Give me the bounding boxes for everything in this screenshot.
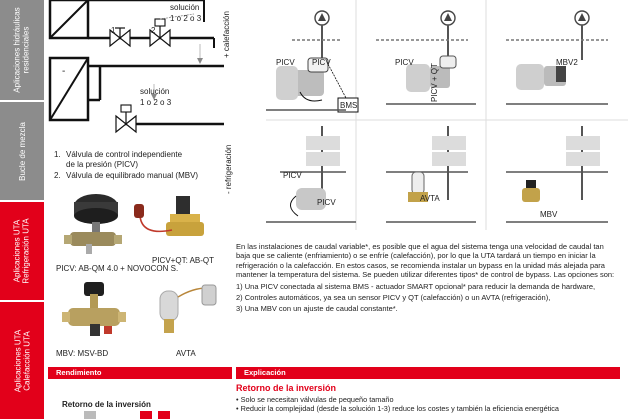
roi-bullet-list: Solo se necesitan válvulas de pequeño ta… [236,395,559,413]
picv-label: PICV [312,58,331,67]
roi-chart-title: Retorno de la inversión [62,400,151,409]
picv-label-cool: PICV [283,171,302,180]
picv-label-cool-valve: PICV [317,198,336,207]
legend-text-picv-2: de la presión (PICV) [66,160,139,169]
avta-label: AVTA [420,194,440,203]
legend-text-picv-1: Válvula de control independiente [66,150,183,159]
legend-number-1: 1. [54,150,61,159]
category-label-mixing-loop: Bucle de mezcla [17,121,27,181]
avta-image [159,284,217,333]
roi-chart-thumbnail [84,411,170,419]
minus-sign: - [62,66,66,77]
solution-options-1: 1 o 2 o 3 [170,14,202,23]
picv-qt-label: PICV + QT [430,63,439,102]
heating-option-3 [506,10,608,105]
product-label-picv-abqm: PICV: AB-QM 4.0 + NOVOCON S. [56,264,179,273]
cooling-option-2 [386,126,476,223]
diagram-number-1: 1 [111,26,116,35]
category-band-mixing-loop: Bucle de mezcla [0,102,44,200]
bypass-schematic-diagram [266,0,628,230]
picv-label-ghost: PICV [276,58,295,67]
picv-qt-abqt-image [134,196,204,236]
mbv2-label: MBV2 [556,58,578,67]
band-separator [0,300,44,302]
band-separator [0,200,44,202]
product-label-picv-qt: PICV+QT: AB-QT [152,256,215,265]
intro-paragraph: En las instalaciones de caudal variable*… [236,242,615,280]
bms-label: BMS [340,101,358,110]
legend-text-mbv: Válvula de equilibrado manual (MBV) [66,171,199,180]
box-diagonal [49,57,89,121]
product-label-avta: AVTA [176,349,196,358]
roi-heading: Retorno de la inversión [236,383,337,393]
picv-abqm-novocon-image [64,194,122,254]
mixing-loop-diagram [48,0,224,134]
category-label-ahu-heating: Aplicaciones UTA Calefacción UTA [13,329,32,392]
roi-bullet: Reducir la complejidad (desde la solució… [236,404,559,413]
solution-label-2: solución [140,87,170,96]
product-label-mbv: MBV: MSV-BD [56,349,109,358]
picv-label-col2: PICV [395,58,414,67]
option-2: 2) Controles automáticos, ya sea un sens… [236,293,551,303]
mbv-label: MBV [540,210,558,219]
category-band-residential: Aplicaciones hidráulicas residenciales [0,0,44,100]
body-paragraph: En las instalaciones de caudal variable*… [236,242,616,314]
diagram-number-2: 2 [151,26,156,35]
mbv-msvbd-image [62,282,126,336]
category-band-ahu-cooling: Aplicaciones UTA Refrigeración UTA [0,202,44,300]
picv-valve-symbol-2 [115,104,137,134]
category-band-ahu-heating: Aplicaciones UTA Calefacción UTA [0,302,44,419]
solution-label-1: solución [170,3,200,12]
category-label-residential: Aplicaciones hidráulicas residenciales [13,7,32,93]
mbv-valve-symbol [109,27,131,48]
option-1: 1) Una PICV conectada al sistema BMS - a… [236,281,596,291]
band-separator [0,100,44,102]
cooling-option-3 [506,126,608,223]
box-diagonal [49,0,89,39]
heating-option-2 [376,10,476,105]
heating-option-1 [266,10,359,113]
cooling-row-label: - refrigeración [224,144,233,194]
roi-bullet: Solo se necesitan válvulas de pequeño ta… [236,395,559,404]
explicacion-header: Explicación [236,367,620,379]
solution-options-2: 1 o 2 o 3 [140,98,172,107]
legend-number-2: 2. [54,171,61,180]
heating-row-label: + calefacción [222,11,231,58]
rendimiento-header: Rendimiento [48,367,232,379]
option-3: 3) Una MBV con un ajuste de caudal const… [236,304,398,314]
cooling-option-1 [266,126,356,223]
category-label-ahu-cooling: Aplicaciones UTA Refrigeración UTA [13,218,31,284]
